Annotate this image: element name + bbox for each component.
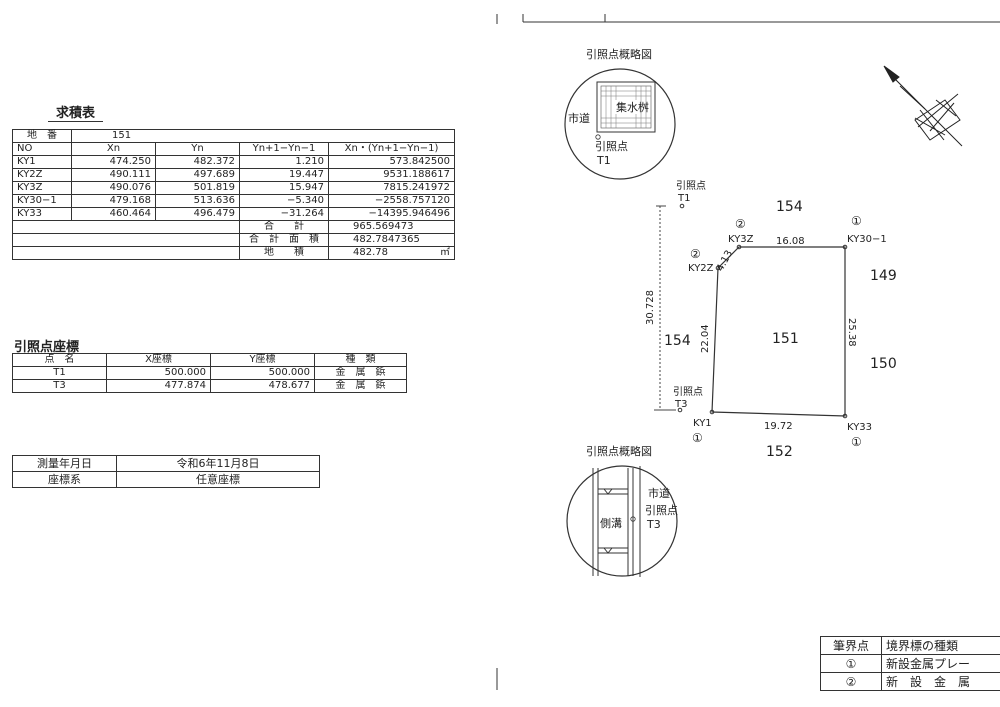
sketch-bottom-ref-label: 引照点 — [645, 503, 678, 517]
area-row: 合 計 面 積 482.7847365 — [12, 233, 455, 247]
coord-system-value: 任意座標 — [116, 471, 320, 488]
ky1-label: KY1 — [693, 418, 712, 429]
ref-points-title: 引照点座標 — [14, 340, 80, 355]
ref-points-table: 点 名 X座標 Y座標 種 類 T1 500.000 500.000 金 属 鋲… — [12, 353, 407, 393]
sketch-top-ref-label: 引照点 — [595, 139, 628, 153]
legend-marker: ② — [820, 672, 882, 691]
point-t3-icon — [677, 407, 683, 413]
legend-header-row: 筆界点 境界標の種類 — [820, 636, 1000, 655]
legend-row: ① 新設金属プレー — [820, 654, 1000, 673]
area-table-title: 求積表 — [48, 102, 103, 122]
ky3z-label: KY3Z — [728, 234, 754, 245]
point-t1-icon — [679, 203, 685, 209]
ky33-label: KY33 — [847, 422, 872, 433]
dim-bottom: 19.72 — [764, 421, 793, 432]
legend-type: 新設金属プレー — [881, 654, 1000, 673]
sketch-bottom-circle — [566, 465, 678, 577]
land-area-row: 地 積 482.78 ㎡ — [12, 246, 455, 260]
neighbor-left-label: 154 — [664, 333, 691, 349]
collection-basin — [596, 81, 656, 133]
ref-point-t3-sketch-icon — [630, 516, 636, 522]
ky3z-marker: ② — [735, 217, 746, 231]
sketch-top-ref-id: T1 — [596, 154, 611, 167]
point-ky2z-icon — [715, 265, 721, 271]
legend-marker: ① — [820, 654, 882, 673]
sketch-bottom-ref-id: T3 — [646, 518, 661, 531]
area-table: 地 番 151 NO Xn Yn Yn+1−Yn−1 Xn・(Yn+1−Yn−1… — [12, 129, 455, 260]
total-row: 合 計 965.569473 — [12, 220, 455, 234]
dim-top: 16.08 — [776, 236, 805, 247]
cell-point-name: T3 — [12, 379, 107, 393]
t1-label: 引照点 — [676, 180, 706, 192]
sketch-top-title: 引照点概略図 — [586, 47, 652, 61]
dim-diag: 4.13 — [715, 249, 735, 274]
legend-col1: 筆界点 — [820, 636, 882, 655]
ky2z-marker: ② — [690, 247, 701, 261]
cell-type: 金 属 鋲 — [314, 366, 407, 380]
point-ky33-icon — [842, 413, 848, 419]
neighbor-right-upper-label: 149 — [870, 268, 897, 284]
land-area-value: 482.78 — [353, 247, 388, 258]
gutter-label: 側溝 — [600, 517, 622, 530]
point-ky1-icon — [709, 409, 715, 415]
gutter-drawing — [592, 466, 641, 577]
land-area-unit: ㎡ — [440, 247, 450, 258]
lot-151-boundary — [711, 246, 846, 417]
table-row: KY1 474.250 482.372 1.210 573.842500 — [12, 155, 455, 169]
north-arrow-icon — [883, 65, 963, 147]
t3-label: 引照点 — [673, 386, 703, 398]
survey-date-row: 測量年月日 令和6年11月8日 — [12, 455, 320, 472]
cell-type: 金 属 鋲 — [314, 379, 407, 393]
legend-type: 新 設 金 属 — [881, 672, 1000, 691]
point-ky3z-icon — [736, 244, 742, 250]
basin-label: 集水桝 — [616, 100, 649, 114]
dim-left: 22.04 — [700, 324, 711, 353]
sketch-bottom-title: 引照点概略図 — [586, 444, 652, 458]
land-area-label: 地 積 — [239, 246, 329, 260]
cell-x: 477.874 — [106, 379, 211, 393]
point-ky30-icon — [842, 244, 848, 250]
coord-system-row: 座標系 任意座標 — [12, 471, 320, 488]
ky30-label: KY30−1 — [847, 234, 887, 245]
neighbor-right-lower-label: 150 — [870, 356, 897, 372]
table-row: KY30−1 479.168 513.636 −5.340 −2558.7571… — [12, 194, 455, 208]
sketch-top-road-label: 市道 — [568, 111, 590, 125]
sketch-top-circle — [564, 68, 676, 180]
t3-id: T3 — [674, 399, 687, 410]
sketch-bottom-road-label: 市道 — [648, 486, 670, 500]
t1-id: T1 — [677, 193, 690, 204]
legend-table: 筆界点 境界標の種類 ① 新設金属プレー ② 新 設 金 属 — [820, 636, 1000, 691]
ref-point-t1-sketch-icon — [595, 134, 601, 140]
table-row: KY3Z 490.076 501.819 15.947 7815.241972 — [12, 181, 455, 195]
lot-151-label: 151 — [772, 331, 799, 347]
coord-system-label: 座標系 — [12, 471, 117, 488]
table-row: T3 477.874 478.677 金 属 鋲 — [12, 379, 407, 393]
survey-info-table: 測量年月日 令和6年11月8日 座標系 任意座標 — [12, 455, 320, 488]
dim-right: 25.38 — [846, 318, 857, 347]
ky1-marker: ① — [692, 431, 703, 445]
ky2z-label: KY2Z — [688, 263, 714, 274]
legend-col2: 境界標の種類 — [881, 636, 1000, 655]
ky30-marker: ① — [851, 214, 862, 228]
ky33-marker: ① — [851, 435, 862, 449]
land-area-cell: 482.78 ㎡ — [328, 246, 455, 260]
neighbor-top-label: 154 — [776, 199, 803, 215]
legend-row: ② 新 設 金 属 — [820, 672, 1000, 691]
neighbor-bottom-label: 152 — [766, 444, 793, 460]
table-row: KY33 460.464 496.479 −31.264 −14395.9464… — [12, 207, 455, 221]
table-row: T1 500.000 500.000 金 属 鋲 — [12, 366, 407, 380]
dim-ref: 30.728 — [645, 290, 656, 325]
